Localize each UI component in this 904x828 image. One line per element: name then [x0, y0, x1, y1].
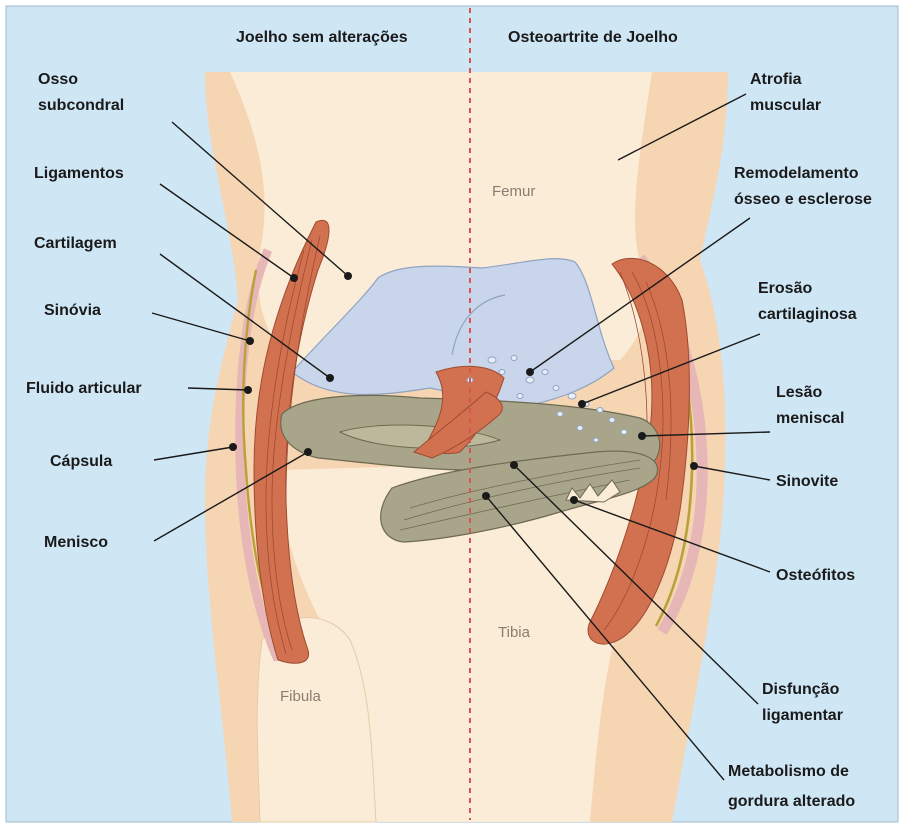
label-fluido-articular: Fluido articular: [26, 380, 142, 397]
header-right: Osteoartrite de Joelho: [508, 29, 678, 46]
label-capsula: Cápsula: [50, 453, 112, 470]
label-menisco: Menisco: [44, 534, 108, 551]
tibia-label: Tibia: [498, 624, 531, 641]
label-cartilagem: Cartilagem: [34, 235, 117, 252]
label-ligamentos: Ligamentos: [34, 165, 124, 182]
femur-label: Femur: [492, 183, 535, 200]
header-left: Joelho sem alterações: [236, 29, 408, 46]
label-osteofitos: Osteófitos: [776, 567, 855, 584]
fibula-label: Fibula: [280, 688, 322, 705]
label-sinovite: Sinovite: [776, 473, 838, 490]
label-sinovia: Sinóvia: [44, 302, 101, 319]
